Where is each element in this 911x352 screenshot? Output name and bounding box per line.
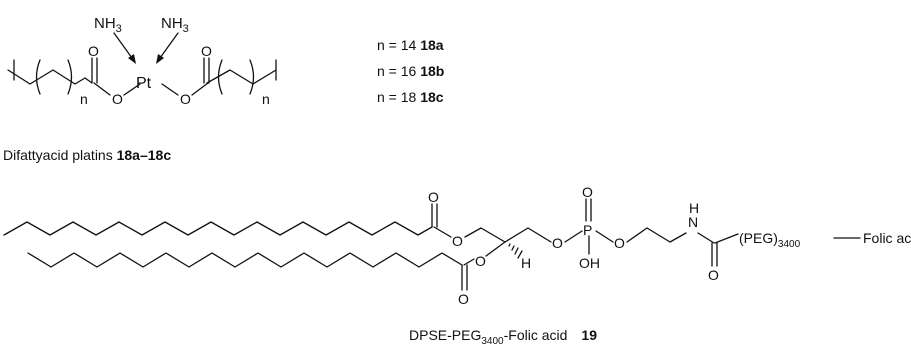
- variant-18c: n = 18 18c: [377, 89, 444, 105]
- phosphate-oh: OH: [579, 255, 600, 271]
- right-bond-to-carbonyl: [191, 82, 209, 96]
- amide-carbonyl-o: O: [708, 267, 719, 283]
- lower-acyl-chain: [27, 252, 463, 268]
- left-alkyl-chain: [7, 69, 86, 85]
- left-o-pt-bond: [123, 83, 141, 96]
- left-bond-to-ester-o: [93, 82, 111, 96]
- amide-h-label: H: [689, 200, 699, 216]
- folic-acid-label: Folic acid: [863, 230, 911, 246]
- left-paren-open: [35, 59, 41, 95]
- ch2-to-phosphate-o: [527, 227, 552, 243]
- left-carbonyl-o: O: [88, 43, 99, 59]
- o-to-ethyl: [626, 227, 648, 243]
- upper-ester-o: O: [452, 233, 463, 249]
- upper-carbonyl-o: O: [428, 189, 439, 205]
- left-dative-bond: [113, 32, 133, 59]
- nh-to-carbonyl: [697, 232, 715, 244]
- amide-n-label: N: [688, 214, 698, 230]
- nh3-left-label: NH3: [94, 15, 122, 35]
- pt-label: Pt: [136, 75, 152, 92]
- right-alkyl-chain: [206, 69, 277, 85]
- compound-18-structure: NH3 NH3 Pt O O O O n n n = 14 18a n = 16…: [3, 15, 444, 163]
- lower-ester-o: O: [475, 253, 486, 269]
- peg-label: (PEG)3400: [739, 230, 801, 250]
- phosphate-double-o: O: [582, 184, 593, 200]
- phosphate-o-right: O: [614, 235, 625, 251]
- left-paren-close: [67, 59, 73, 95]
- lower-carbonyl-o: O: [458, 291, 469, 307]
- upper-ester-o-to-ch2: [464, 227, 482, 238]
- ethyl-bond: [646, 227, 671, 243]
- right-dative-bond: [159, 32, 179, 59]
- right-ester-o: O: [180, 91, 191, 107]
- stereo-hashed-bond: [508, 243, 523, 259]
- chiral-h-label: H: [521, 255, 531, 271]
- left-n-subscript: n: [80, 91, 88, 107]
- ethyl-to-nh: [669, 232, 687, 243]
- phosphate-o-left: O: [552, 235, 563, 251]
- phosphorus-label: P: [583, 222, 592, 238]
- p-to-o-right: [595, 230, 614, 243]
- left-dative-arrowhead: [128, 54, 136, 64]
- upper-acyl-chain: [3, 221, 433, 236]
- right-n-subscript: n: [262, 91, 270, 107]
- left-ester-o: O: [112, 91, 123, 107]
- right-dative-arrowhead: [156, 54, 164, 64]
- o-to-p-left: [564, 230, 583, 243]
- nh3-right-label: NH3: [161, 15, 189, 35]
- compound-19-structure: H O O O O O P O OH O N H O (PEG)34: [3, 184, 911, 347]
- carbonyl-to-peg: [714, 233, 739, 244]
- right-carbonyl-o: O: [201, 43, 212, 59]
- right-pt-o-bond: [161, 83, 179, 96]
- right-paren-close: [249, 59, 255, 95]
- upper-bond-to-ester-o: [433, 226, 452, 238]
- lower-bond-to-ester-o: [463, 258, 475, 266]
- compound-18-caption: Difattyacid platins 18a–18c: [3, 147, 171, 163]
- chiral-c-to-ch2-right: [504, 227, 529, 243]
- chiral-c-to-lower-o: [485, 241, 506, 257]
- right-paren-open: [217, 59, 223, 95]
- ch2-to-chiral-c: [480, 227, 506, 243]
- variant-18a: n = 14 18a: [377, 37, 444, 53]
- left-bond-to-carbonyl: [84, 77, 93, 84]
- variant-18b: n = 16 18b: [377, 63, 444, 79]
